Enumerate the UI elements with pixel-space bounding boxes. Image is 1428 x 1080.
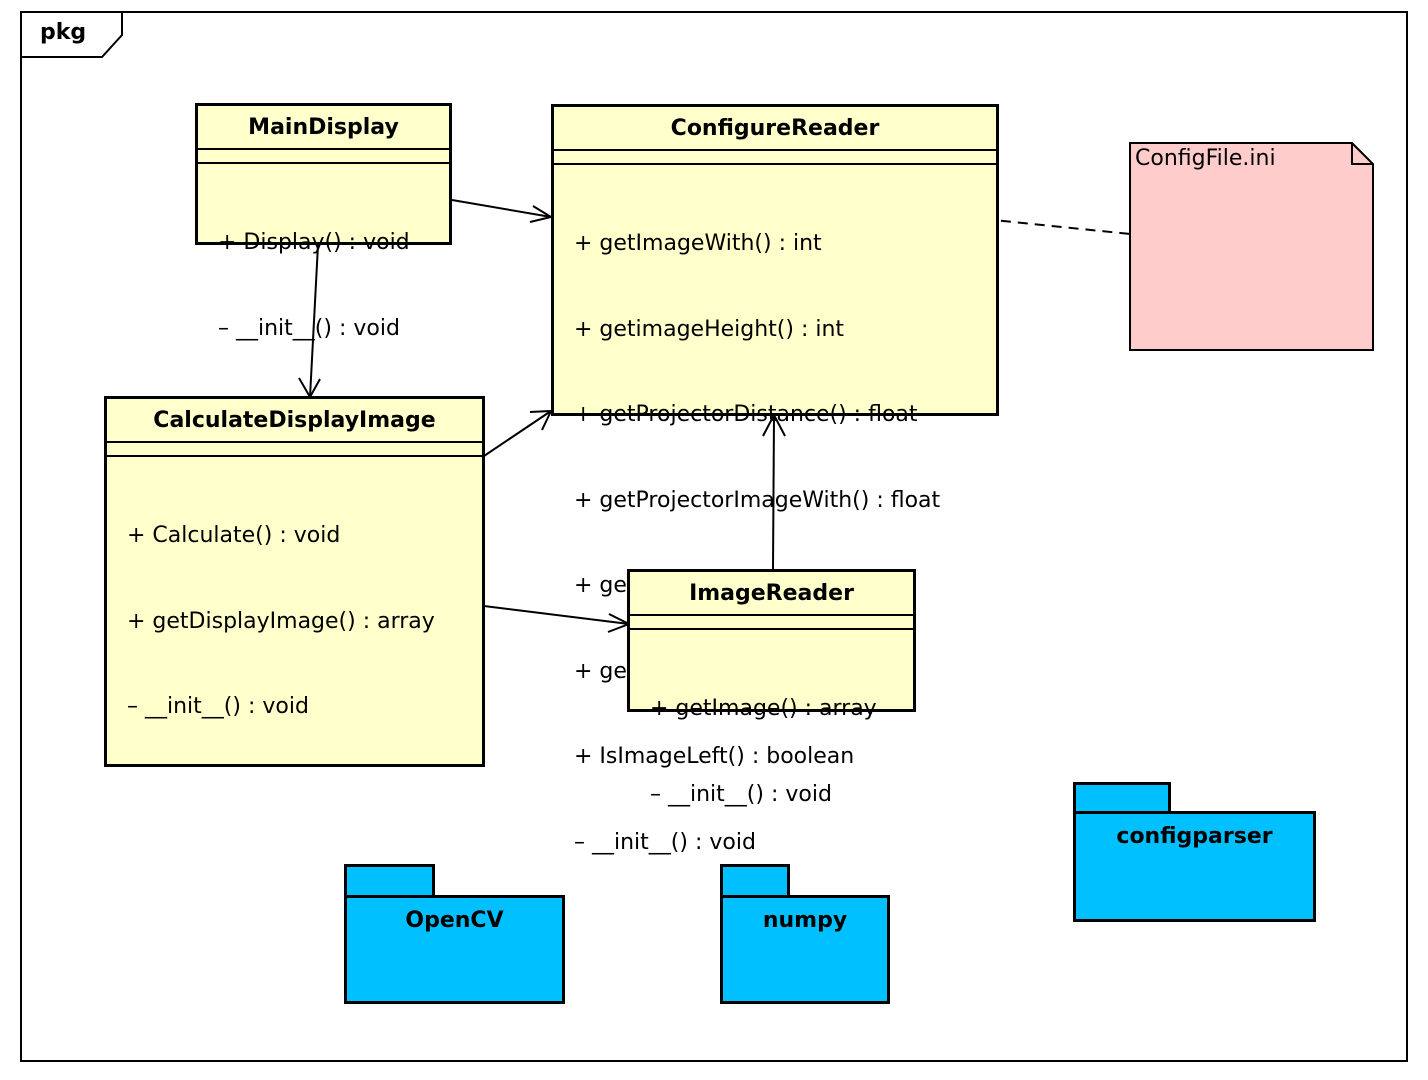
- assoc-imagereader-configurereader: [772, 414, 775, 570]
- class-name: ImageReader: [630, 572, 913, 616]
- package-configparser[interactable]: configparser: [1073, 782, 1316, 922]
- operation: + Display() : void: [218, 230, 410, 255]
- class-image-reader[interactable]: ImageReader + getImage() : array – __ini…: [627, 569, 916, 807]
- class-attributes: [107, 443, 482, 457]
- operation: + getDisplayImage() : array: [127, 608, 435, 634]
- operation: – __init__() : void: [650, 781, 832, 807]
- class-operations: + Display() : void – __init__() : void: [198, 164, 449, 400]
- package-tab: [1073, 782, 1171, 816]
- class-configure-reader[interactable]: ConfigureReader + getImageWith() : int +…: [551, 104, 999, 855]
- package-numpy[interactable]: numpy: [720, 864, 890, 1004]
- operation: + getProjectorDistance() : float: [574, 402, 918, 427]
- assoc-maindisplay-configurereader: [451, 199, 552, 218]
- note-label: ConfigFile.ini: [1135, 146, 1276, 171]
- package-name: configparser: [1073, 811, 1316, 922]
- note-anchor-line: [983, 218, 1131, 235]
- package-tab: [344, 864, 435, 898]
- operation: – __init__() : void: [218, 315, 400, 341]
- operation: + IsImageLeft() : boolean: [574, 744, 855, 769]
- class-name: ConfigureReader: [554, 107, 996, 151]
- class-operations: + getImage() : array – __init__() : void: [630, 630, 913, 866]
- class-attributes: [630, 616, 913, 630]
- class-name: MainDisplay: [198, 106, 449, 150]
- operation: + getImage() : array: [650, 696, 877, 721]
- note-config-file[interactable]: [1128, 141, 1376, 353]
- class-calculate-display-image[interactable]: CalculateDisplayImage + Calculate() : vo…: [104, 396, 485, 767]
- operation: + getProjectorImageWith() : float: [574, 487, 941, 513]
- operation: + getImageWith() : int: [574, 231, 822, 256]
- package-opencv[interactable]: OpenCV: [344, 864, 565, 1004]
- class-name: CalculateDisplayImage: [107, 399, 482, 443]
- frame-tab: [20, 11, 123, 58]
- package-name: numpy: [720, 895, 890, 1004]
- operation: + getimageHeight() : int: [574, 316, 845, 342]
- operation: – __init__() : void: [127, 694, 309, 719]
- package-name: OpenCV: [344, 895, 565, 1004]
- package-frame: [20, 11, 1408, 1062]
- class-operations: + Calculate() : void + getDisplayImage()…: [107, 457, 482, 779]
- class-main-display[interactable]: MainDisplay + Display() : void – __init_…: [195, 103, 452, 341]
- class-attributes: [198, 150, 449, 164]
- assoc-maindisplay-calculatedisplayimage: [309, 244, 319, 398]
- frame-label: pkg: [40, 20, 87, 45]
- operation: – __init__() : void: [574, 829, 756, 855]
- package-tab: [720, 864, 790, 898]
- class-attributes: [554, 151, 996, 165]
- assoc-calculatedisplayimage-configurereader: [483, 410, 552, 457]
- assoc-calculatedisplayimage-imagereader: [483, 605, 630, 625]
- operation: + Calculate() : void: [127, 523, 341, 548]
